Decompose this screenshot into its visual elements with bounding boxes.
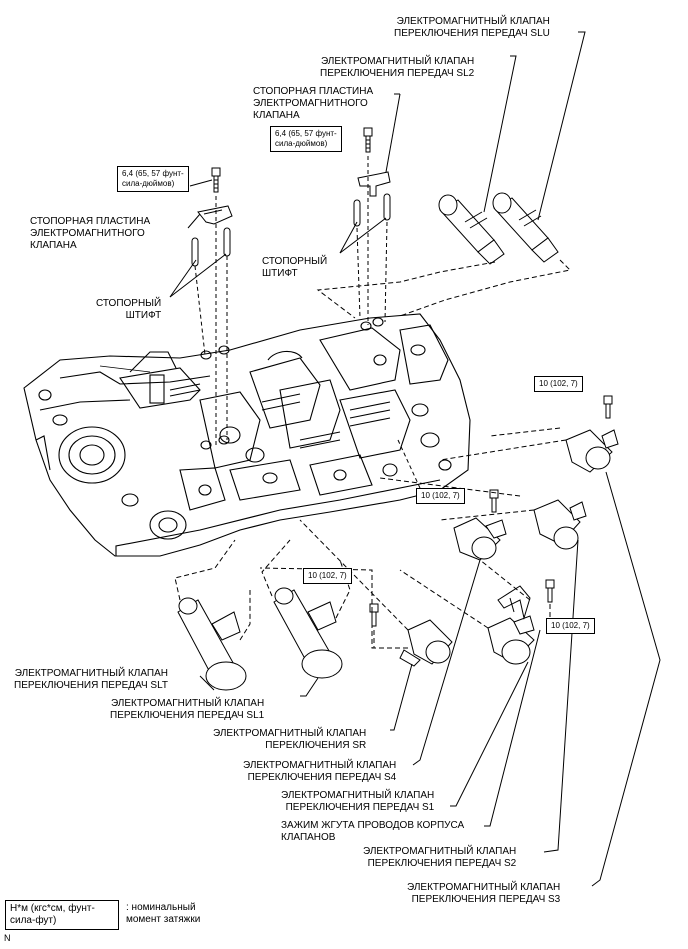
label-pin-right: СТОПОРНЫЙ ШТИФТ — [262, 256, 328, 279]
label-pin-left: СТОПОРНЫЙ ШТИФТ — [96, 298, 162, 321]
plate-left-group — [169, 167, 233, 445]
torque-box-plate-right: 6,4 (65, 57 фунт- сила-дюймов) — [270, 126, 342, 152]
label-sl2: ЭЛЕКТРОМАГНИТНЫЙ КЛАПАН ПЕРЕКЛЮЧЕНИЯ ПЕР… — [320, 56, 475, 79]
label-s1: ЭЛЕКТРОМАГНИТНЫЙ КЛАПАН ПЕРЕКЛЮЧЕНИЯ ПЕР… — [281, 790, 435, 813]
label-s2: ЭЛЕКТРОМАГНИТНЫЙ КЛАПАН ПЕРЕКЛЮЧЕНИЯ ПЕР… — [363, 846, 517, 869]
label-plate-left: СТОПОРНАЯ ПЛАСТИНА ЭЛЕКТРОМАГНИТНОГО КЛА… — [30, 216, 151, 251]
solenoid-s4 — [412, 489, 507, 766]
torque-box-s3: 10 (102, 7) — [534, 376, 583, 392]
solenoid-s3 — [565, 395, 661, 887]
bolt-s2 — [545, 579, 555, 589]
valve-body — [23, 313, 471, 557]
torque-box-s2: 10 (102, 7) — [546, 618, 595, 634]
torque-box-sr: 10 (102, 7) — [303, 568, 352, 584]
torque-box-s4: 10 (102, 7) — [416, 488, 465, 504]
solenoid-sl2 — [438, 194, 505, 265]
label-slu: ЭЛЕКТРОМАГНИТНЫЙ КЛАПАН ПЕРЕКЛЮЧЕНИЯ ПЕР… — [394, 16, 550, 39]
legend-note: : номинальный момент затяжки — [126, 902, 201, 925]
label-slt: ЭЛЕКТРОМАГНИТНЫЙ КЛАПАН ПЕРЕКЛЮЧЕНИЯ ПЕР… — [14, 668, 168, 691]
legend-unit-box: Н*м (кгс*см, фунт- сила-фут) — [5, 900, 119, 930]
label-s3: ЭЛЕКТРОМАГНИТНЫЙ КЛАПАН ПЕРЕКЛЮЧЕНИЯ ПЕР… — [407, 882, 561, 905]
label-sl1: ЭЛЕКТРОМАГНИТНЫЙ КЛАПАН ПЕРЕКЛЮЧЕНИЯ ПЕР… — [110, 698, 265, 721]
solenoid-s1 — [450, 615, 535, 807]
label-plate-right: СТОПОРНАЯ ПЛАСТИНА ЭЛЕКТРОМАГНИТНОГО КЛА… — [253, 86, 374, 121]
solenoid-sr — [369, 603, 453, 731]
plate-right-group — [339, 93, 401, 325]
solenoid-s2 — [533, 499, 587, 853]
figure-code: N — [4, 933, 11, 943]
label-s4: ЭЛЕКТРОМАГНИТНЫЙ КЛАПАН ПЕРЕКЛЮЧЕНИЯ ПЕР… — [243, 760, 397, 783]
label-wire-clamp: ЗАЖИМ ЖГУТА ПРОВОДОВ КОРПУСА КЛАПАНОВ — [281, 820, 465, 843]
solenoid-slt — [177, 597, 247, 691]
label-sr: ЭЛЕКТРОМАГНИТНЫЙ КЛАПАН ПЕРЕКЛЮЧЕНИЯ SR — [213, 728, 367, 751]
solenoid-slu — [492, 192, 559, 263]
torque-box-plate-left: 6,4 (65, 57 фунт- сила-дюймов) — [117, 166, 189, 192]
solenoid-sl1 — [273, 587, 343, 697]
